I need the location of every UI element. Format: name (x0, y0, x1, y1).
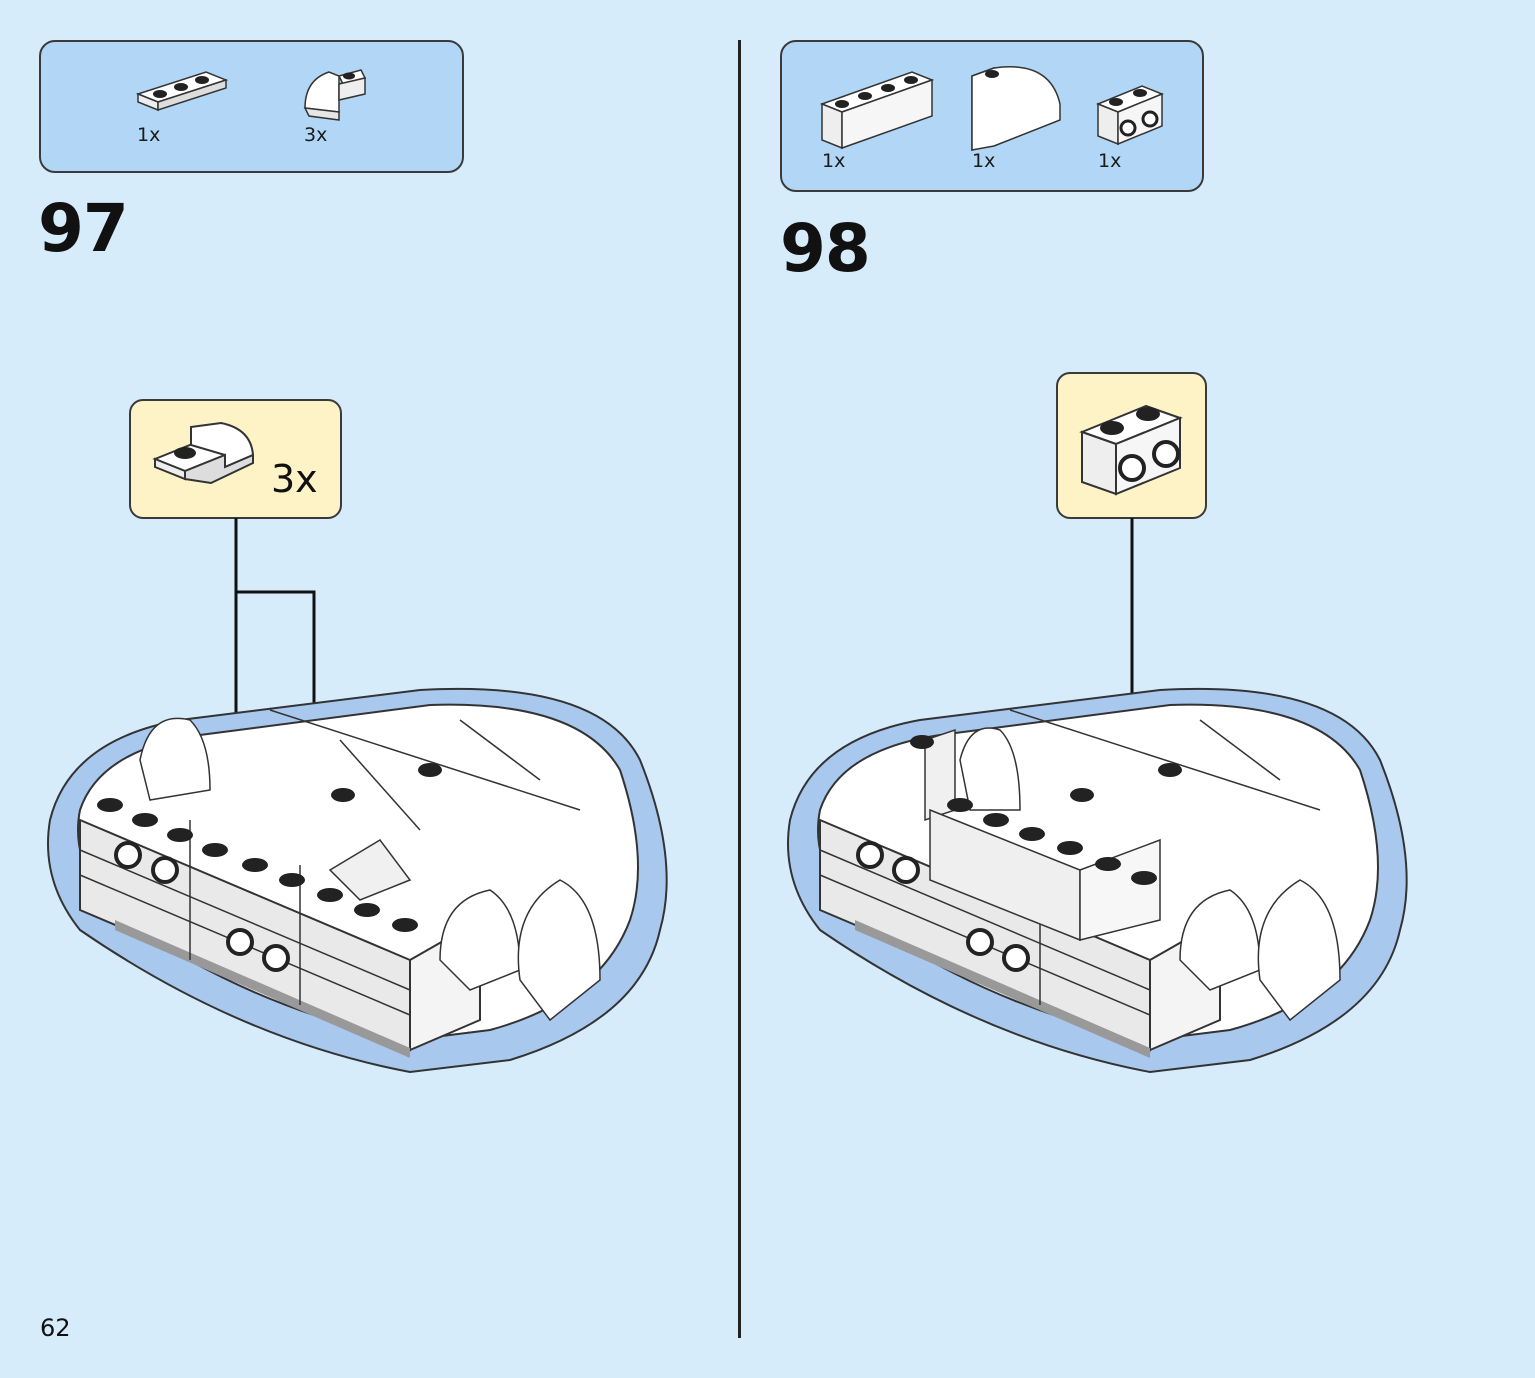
plate-1x3-icon (135, 71, 229, 112)
model-assembly-step-97 (47, 687, 668, 1074)
curved-brick-icon (971, 66, 1061, 151)
page-divider (738, 40, 741, 1338)
part-qty: 3x (304, 124, 328, 146)
curved-slope-plate-icon (152, 421, 255, 485)
part-qty: 1x (972, 150, 996, 172)
callout-step-97: 3x (129, 399, 342, 519)
curved-slope-plate-icon (303, 69, 367, 121)
brick-1x4-icon (819, 71, 935, 150)
parts-box-step-97: 1x 3x (39, 40, 464, 173)
brick-1x2-side-studs-icon (1096, 85, 1164, 146)
step-number: 98 (780, 210, 871, 287)
step-number: 97 (38, 190, 129, 267)
brick-1x2-side-studs-icon (1079, 404, 1183, 496)
model-assembly-step-98 (787, 687, 1408, 1074)
callout-step-98 (1056, 372, 1207, 519)
part-qty: 1x (1098, 150, 1122, 172)
part-qty: 1x (822, 150, 846, 172)
part-qty: 1x (137, 124, 161, 146)
parts-box-step-98: 1x 1x 1x (780, 40, 1204, 192)
callout-qty: 3x (271, 457, 318, 501)
page-number: 62 (40, 1314, 71, 1342)
